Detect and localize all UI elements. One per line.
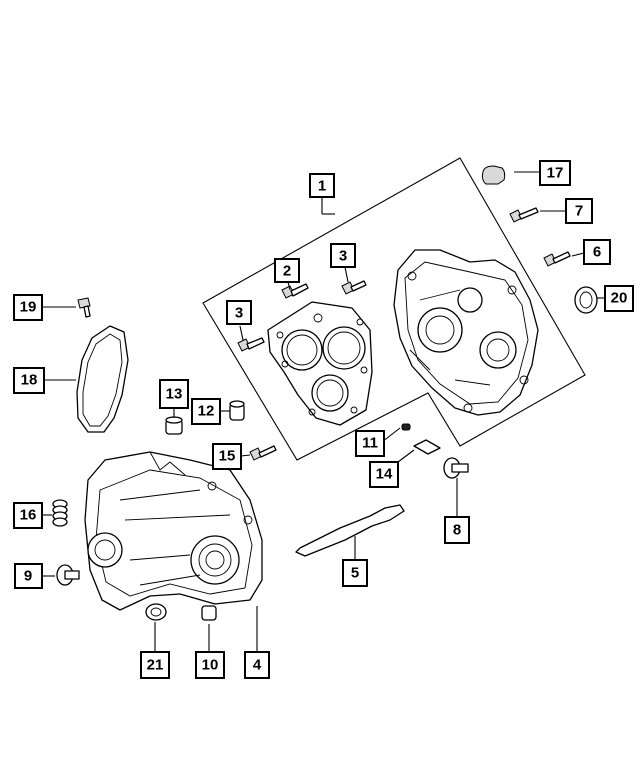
callout-2[interactable]: 2	[274, 258, 300, 283]
callout-18-label: 18	[21, 372, 38, 389]
callout-6[interactable]: 6	[583, 239, 611, 265]
callout-13-label: 13	[166, 386, 183, 403]
callout-21-label: 21	[147, 657, 164, 674]
item-1-group-outline	[202, 157, 586, 461]
magnet-8	[443, 457, 469, 479]
callout-3-top-label: 3	[339, 248, 347, 265]
callout-5[interactable]: 5	[342, 559, 368, 587]
callout-3-top[interactable]: 3	[330, 243, 356, 268]
callout-3-left-label: 3	[235, 305, 243, 322]
callout-1[interactable]: 1	[309, 173, 335, 198]
oil-trough-5	[295, 504, 405, 557]
callout-9-label: 9	[24, 568, 32, 585]
callout-14[interactable]: 14	[369, 461, 399, 488]
bolt-19	[77, 297, 91, 318]
bolt-3-top	[341, 280, 367, 295]
callout-10[interactable]: 10	[195, 651, 225, 679]
callout-20-label: 20	[611, 290, 628, 307]
plug-17	[481, 165, 506, 185]
callout-15-label: 15	[219, 448, 236, 465]
callout-15[interactable]: 15	[212, 443, 242, 470]
callout-7-label: 7	[575, 203, 583, 220]
callout-3-left[interactable]: 3	[226, 300, 252, 325]
sleeve-12	[229, 400, 245, 421]
callout-7[interactable]: 7	[565, 198, 593, 224]
callout-11[interactable]: 11	[355, 430, 385, 457]
callout-1-label: 1	[318, 178, 326, 195]
bolt-15	[249, 445, 277, 461]
callout-9[interactable]: 9	[14, 563, 43, 589]
callout-13[interactable]: 13	[159, 379, 189, 409]
callout-18[interactable]: 18	[13, 367, 45, 394]
callout-21[interactable]: 21	[140, 651, 170, 679]
callout-12[interactable]: 12	[191, 398, 221, 425]
callout-10-label: 10	[202, 657, 219, 674]
seal-20	[574, 286, 598, 314]
callout-8[interactable]: 8	[444, 516, 470, 544]
callout-19-label: 19	[20, 299, 37, 316]
pin-11	[401, 423, 411, 431]
spring-16	[52, 499, 68, 527]
adapter-plate	[267, 301, 373, 426]
rear-case-housing	[393, 249, 539, 416]
callout-12-label: 12	[198, 403, 215, 420]
leader-lines	[42, 171, 605, 652]
callout-4-label: 4	[253, 657, 262, 674]
callout-16[interactable]: 16	[13, 502, 43, 529]
magnet-9	[56, 564, 80, 586]
callout-19[interactable]: 19	[13, 294, 43, 321]
callout-20[interactable]: 20	[604, 285, 634, 312]
bolt-6	[543, 251, 571, 267]
callout-5-label: 5	[351, 565, 359, 582]
shim-14	[413, 439, 441, 455]
callout-4[interactable]: 4	[244, 651, 270, 679]
callout-16-label: 16	[20, 507, 37, 524]
bolt-3-left	[237, 337, 265, 352]
callout-17[interactable]: 17	[539, 160, 571, 186]
bushing-10	[201, 605, 217, 621]
seal-21	[145, 603, 167, 621]
callout-17-label: 17	[547, 165, 564, 182]
transmission-case	[84, 451, 263, 611]
callout-2-label: 2	[283, 263, 291, 280]
callout-6-label: 6	[593, 244, 601, 261]
gasket	[76, 325, 129, 433]
callout-11-label: 11	[362, 435, 378, 452]
callout-8-label: 8	[453, 522, 461, 539]
sleeve-13	[165, 416, 183, 435]
bolt-7	[509, 207, 539, 223]
callout-14-label: 14	[376, 466, 393, 483]
bolt-2	[281, 283, 309, 299]
